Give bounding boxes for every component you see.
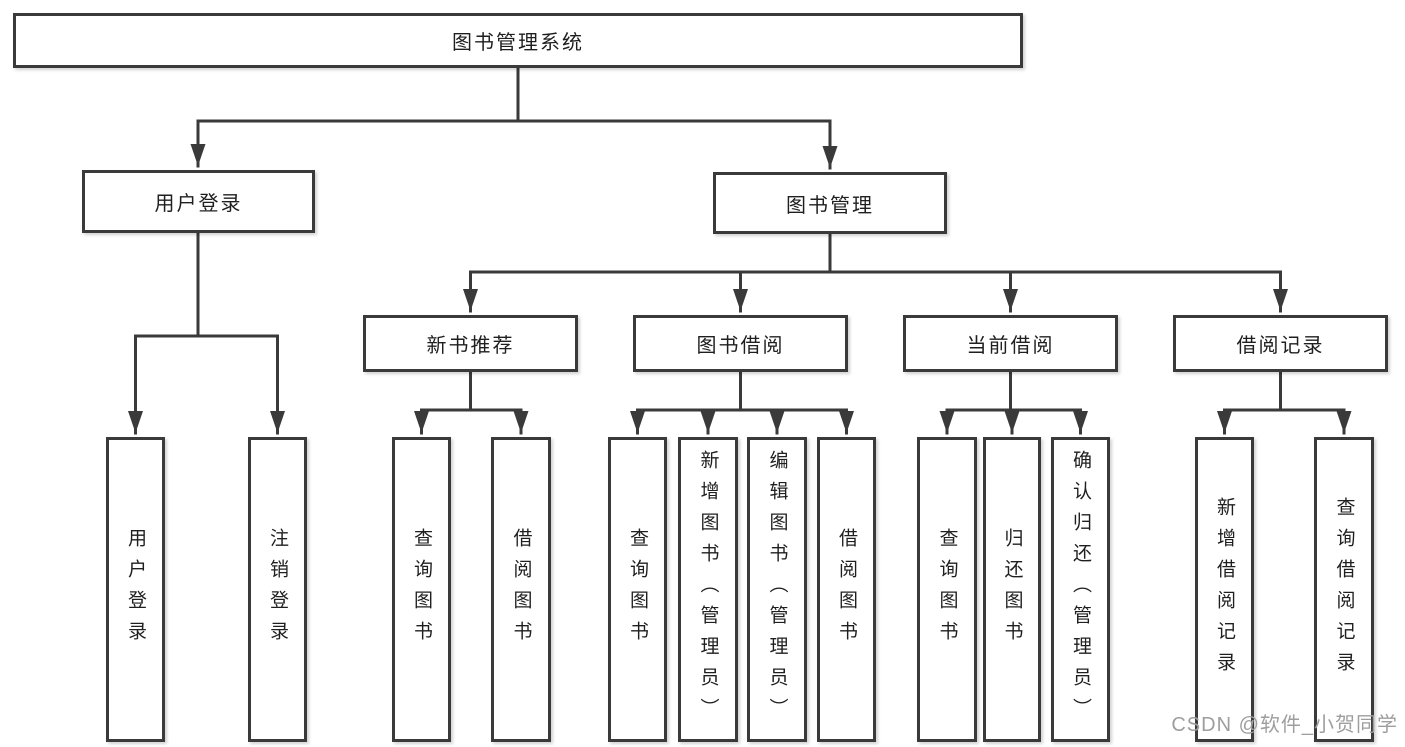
connector-root-to-level1 xyxy=(190,66,838,170)
node-label: 图书借阅 xyxy=(696,335,785,357)
node-root: 图书管理系统 xyxy=(13,13,1023,68)
leaf-records-query-record: 查询借阅记录 xyxy=(1314,437,1374,742)
leaf-recommend-borrow-books: 借阅图书 xyxy=(491,437,551,742)
leaf-borrow-add-books-admin: 新增图书（管理员） xyxy=(678,437,738,742)
node-book-management: 图书管理 xyxy=(713,172,947,234)
leaf-current-query-books: 查询图书 xyxy=(917,437,977,742)
leaf-borrow-query-books: 查询图书 xyxy=(608,437,667,742)
node-label: 查询图书 xyxy=(627,527,648,652)
node-label: 注销登录 xyxy=(267,527,288,652)
node-user-login: 用户登录 xyxy=(82,170,315,233)
node-borrowing-records: 借阅记录 xyxy=(1173,315,1388,372)
connector-recommend-to-leaves xyxy=(414,370,529,435)
node-book-borrowing: 图书借阅 xyxy=(633,315,848,372)
node-label: 查询借阅记录 xyxy=(1333,496,1355,683)
node-label: 新增借阅记录 xyxy=(1214,496,1235,683)
connector-current-to-leaves xyxy=(939,370,1088,435)
connector-manage-to-level2 xyxy=(463,232,1288,313)
connector-borrow-to-leaves xyxy=(630,370,854,435)
node-label: 编辑图书（管理员） xyxy=(766,450,788,729)
leaf-recommend-query-books: 查询图书 xyxy=(392,437,451,742)
node-label: 确认归还（管理员） xyxy=(1070,450,1091,729)
leaf-borrow-borrow-books: 借阅图书 xyxy=(817,437,876,742)
node-label: 借阅图书 xyxy=(510,527,532,652)
node-label: 新书推荐 xyxy=(426,335,515,357)
leaf-current-confirm-return-admin: 确认归还（管理员） xyxy=(1051,437,1110,742)
node-label: 图书管理系统 xyxy=(452,32,584,54)
leaf-records-add-record: 新增借阅记录 xyxy=(1195,437,1254,742)
connector-login-to-leaves xyxy=(128,231,285,435)
leaf-logout: 注销登录 xyxy=(248,437,307,742)
node-label: 图书管理 xyxy=(786,194,874,217)
node-label: 借阅记录 xyxy=(1236,335,1325,357)
node-label: 用户登录 xyxy=(125,527,146,652)
leaf-user-login: 用户登录 xyxy=(106,437,165,742)
node-label: 当前借阅 xyxy=(966,335,1055,357)
leaf-current-return-books: 归还图书 xyxy=(983,437,1041,742)
node-label: 新增图书（管理员） xyxy=(697,450,719,729)
node-new-book-recommendation: 新书推荐 xyxy=(363,315,578,372)
node-label: 用户登录 xyxy=(154,193,243,215)
node-current-borrowing: 当前借阅 xyxy=(903,315,1118,372)
node-label: 借阅图书 xyxy=(836,527,857,652)
node-label: 查询图书 xyxy=(411,527,432,652)
leaf-borrow-edit-books-admin: 编辑图书（管理员） xyxy=(747,437,807,742)
node-label: 归还图书 xyxy=(1001,527,1023,652)
connector-records-to-leaves xyxy=(1217,370,1352,435)
node-label: 查询图书 xyxy=(936,527,958,652)
watermark: CSDN @软件_小贺同学 xyxy=(1171,714,1398,736)
